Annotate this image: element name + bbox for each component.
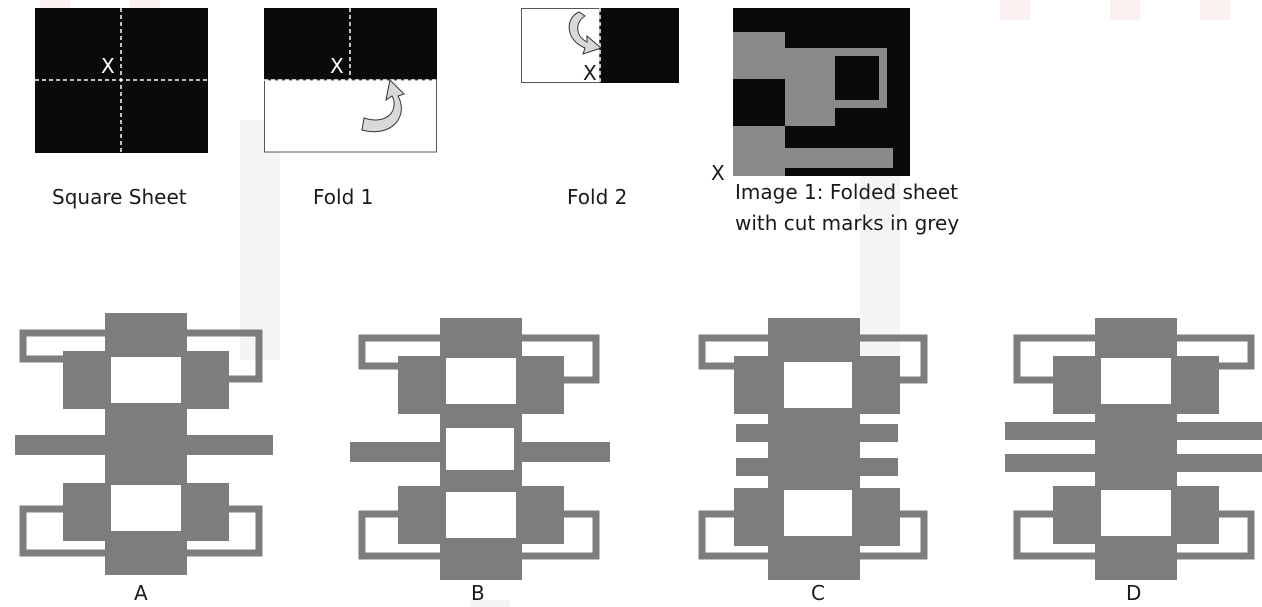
fold1-x-marker: X bbox=[330, 54, 344, 78]
image1-x-marker: X bbox=[711, 161, 725, 185]
option-c-figure bbox=[698, 318, 928, 580]
fold2-caption: Fold 2 bbox=[567, 185, 628, 209]
square-sheet-caption: Square Sheet bbox=[52, 185, 187, 209]
fold1-caption: Fold 1 bbox=[313, 185, 374, 209]
option-c-label: C bbox=[811, 581, 825, 605]
fold1-arrow-icon bbox=[361, 78, 405, 133]
fold2-figure bbox=[521, 8, 679, 83]
option-a-label: A bbox=[134, 581, 148, 605]
option-d-label: D bbox=[1126, 581, 1142, 605]
square-sheet-x-marker: X bbox=[101, 54, 115, 78]
option-d-figure bbox=[1005, 318, 1262, 580]
fold2-x-marker: X bbox=[583, 61, 597, 85]
fold2-arrow-icon bbox=[568, 11, 602, 55]
image1-caption-line2: with cut marks in grey bbox=[735, 211, 960, 235]
fold1-figure bbox=[264, 8, 437, 153]
image1-folded-sheet-figure bbox=[733, 8, 910, 176]
option-b-label: B bbox=[471, 581, 485, 605]
square-sheet-figure bbox=[35, 8, 208, 153]
option-b-figure bbox=[350, 318, 610, 580]
option-a-figure bbox=[15, 313, 273, 575]
image1-caption-line1: Image 1: Folded sheet bbox=[735, 180, 958, 204]
